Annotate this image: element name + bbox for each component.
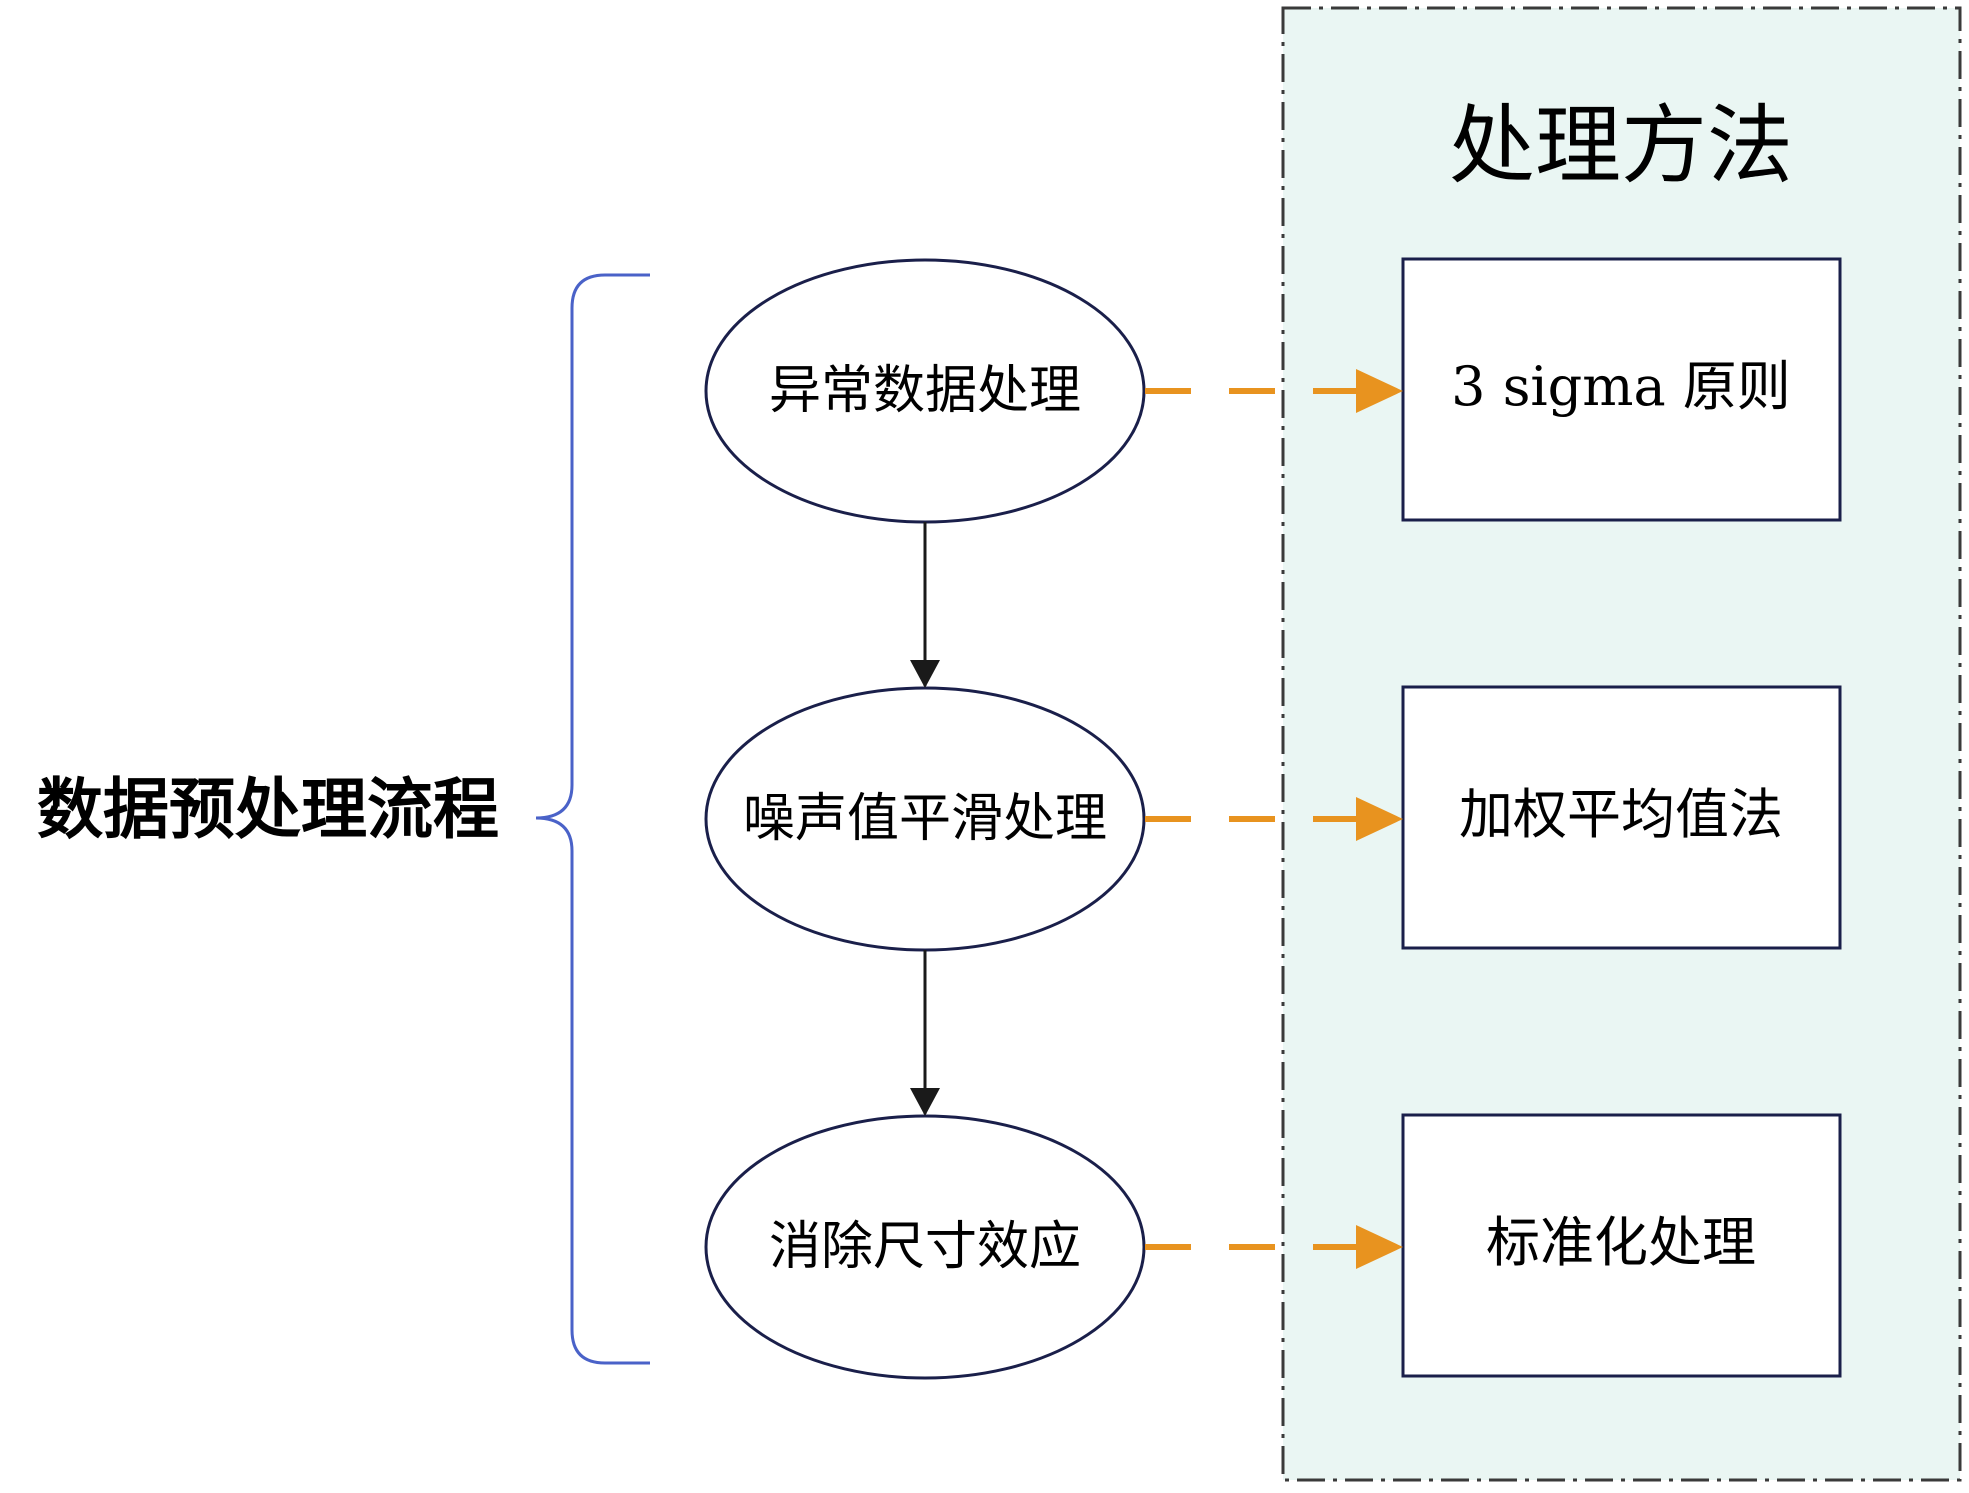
methods-panel-title: 处理方法 — [1449, 96, 1793, 196]
method-label-2: 加权平均值法 — [1459, 783, 1783, 846]
flow-arrow-2-head — [910, 1088, 940, 1116]
method-box-2: 加权平均值法 — [1401, 685, 1842, 950]
flow-title: 数据预处理流程 — [37, 770, 499, 848]
step-node-1: 异常数据处理 — [704, 258, 1146, 524]
flow-arrow-1-head — [910, 660, 940, 688]
step-node-3: 消除尺寸效应 — [704, 1114, 1146, 1380]
method-label-3: 标准化处理 — [1486, 1211, 1756, 1274]
brace — [535, 273, 650, 1365]
method-box-1: 3 sigma 原则 — [1401, 257, 1842, 522]
dashed-arrow-3 — [1145, 1225, 1403, 1269]
method-label-1: 3 sigma 原则 — [1451, 355, 1791, 418]
step-label-2: 噪声值平滑处理 — [743, 789, 1107, 849]
dashed-arrow-2 — [1145, 797, 1403, 841]
step-label-1: 异常数据处理 — [769, 361, 1081, 421]
dashed-arrow-1 — [1145, 369, 1403, 413]
step-label-3: 消除尺寸效应 — [769, 1217, 1081, 1277]
method-box-3: 标准化处理 — [1401, 1113, 1842, 1378]
step-node-2: 噪声值平滑处理 — [704, 686, 1146, 952]
